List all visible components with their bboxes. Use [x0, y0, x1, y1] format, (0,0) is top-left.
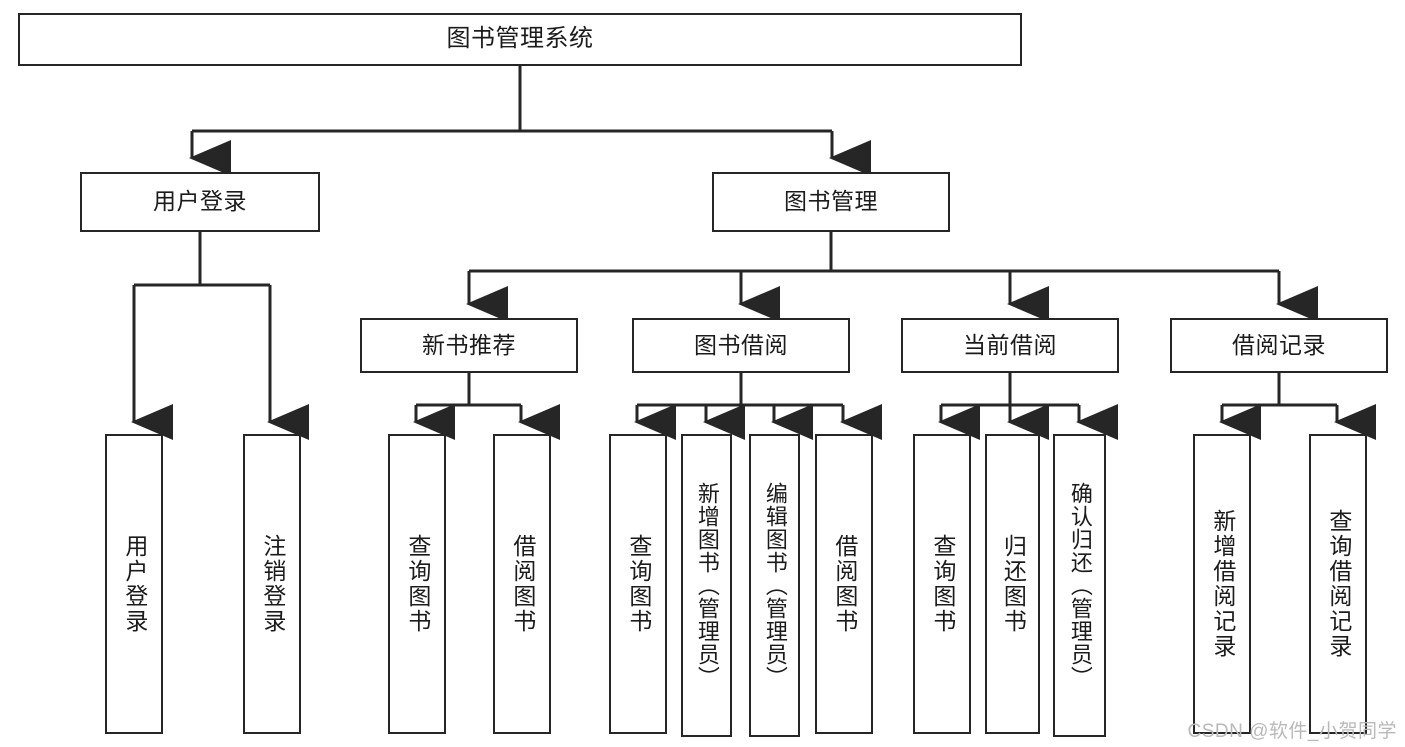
node-root-label: 图书管理系统: [446, 25, 594, 53]
node-leaf-borrow-book-2-label: 借阅图书: [831, 534, 858, 634]
node-leaf-query-book-3[interactable]: 查询图书: [913, 434, 971, 734]
watermark-text: CSDN @软件_小贺同学: [1187, 721, 1397, 742]
node-book-borrow[interactable]: 图书借阅: [632, 318, 850, 373]
node-borrow-record-label: 借阅记录: [1232, 331, 1326, 358]
node-leaf-add-record[interactable]: 新增借阅记录: [1193, 434, 1251, 734]
node-leaf-borrow-book-1-label: 借阅图书: [509, 534, 536, 634]
node-new-book-rec-label: 新书推荐: [422, 331, 516, 358]
node-leaf-return-book-label: 归还图书: [1000, 534, 1027, 634]
node-leaf-add-book[interactable]: 新增图书（管理员）: [681, 434, 732, 737]
node-current-borrow-label: 当前借阅: [963, 331, 1057, 358]
node-leaf-edit-book[interactable]: 编辑图书（管理员）: [749, 434, 800, 737]
node-user-login[interactable]: 用户登录: [80, 172, 320, 232]
node-leaf-edit-book-label: 编辑图书（管理员）: [762, 482, 788, 689]
node-leaf-query-book-1[interactable]: 查询图书: [388, 434, 446, 734]
node-book-manage[interactable]: 图书管理: [712, 172, 950, 232]
node-leaf-query-book-2[interactable]: 查询图书: [609, 434, 667, 734]
node-leaf-query-book-2-label: 查询图书: [625, 534, 652, 634]
node-leaf-logout[interactable]: 注销登录: [243, 434, 301, 734]
node-leaf-add-book-label: 新增图书（管理员）: [694, 482, 720, 689]
node-new-book-rec[interactable]: 新书推荐: [360, 318, 578, 373]
node-leaf-query-book-3-label: 查询图书: [929, 534, 956, 634]
node-current-borrow[interactable]: 当前借阅: [901, 318, 1119, 373]
node-leaf-user-login-label: 用户登录: [121, 534, 148, 634]
node-borrow-record[interactable]: 借阅记录: [1170, 318, 1388, 373]
node-leaf-query-record-label: 查询借阅记录: [1325, 509, 1352, 659]
node-leaf-confirm-return[interactable]: 确认归还（管理员）: [1053, 434, 1106, 737]
node-leaf-borrow-book-1[interactable]: 借阅图书: [493, 434, 551, 734]
node-leaf-logout-label: 注销登录: [259, 534, 286, 634]
node-leaf-query-record[interactable]: 查询借阅记录: [1309, 434, 1367, 734]
node-leaf-query-book-1-label: 查询图书: [404, 534, 431, 634]
node-leaf-user-login[interactable]: 用户登录: [105, 434, 163, 734]
node-leaf-add-record-label: 新增借阅记录: [1209, 509, 1236, 659]
node-leaf-confirm-return-label: 确认归还（管理员）: [1067, 482, 1093, 689]
node-leaf-return-book[interactable]: 归还图书: [985, 434, 1040, 734]
node-book-borrow-label: 图书借阅: [694, 331, 788, 358]
node-user-login-label: 用户登录: [153, 188, 247, 215]
node-leaf-borrow-book-2[interactable]: 借阅图书: [815, 434, 873, 734]
node-book-manage-label: 图书管理: [784, 188, 878, 215]
node-root[interactable]: 图书管理系统: [18, 13, 1022, 66]
